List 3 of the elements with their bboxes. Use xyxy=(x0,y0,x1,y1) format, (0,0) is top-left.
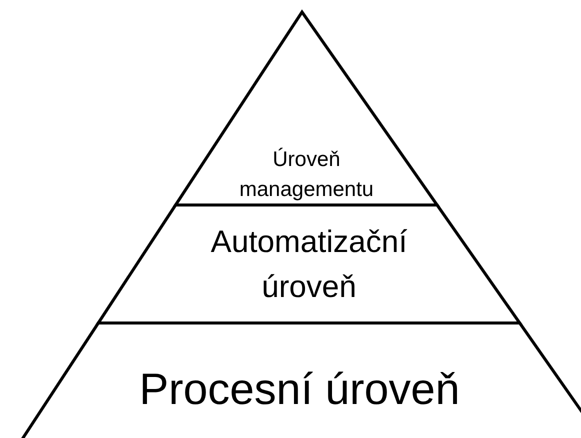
level-label: Úroveň managementu xyxy=(238,146,375,204)
level-label: Procesní úroveň xyxy=(139,364,460,416)
level-label: Automatizační úroveň xyxy=(210,223,408,306)
